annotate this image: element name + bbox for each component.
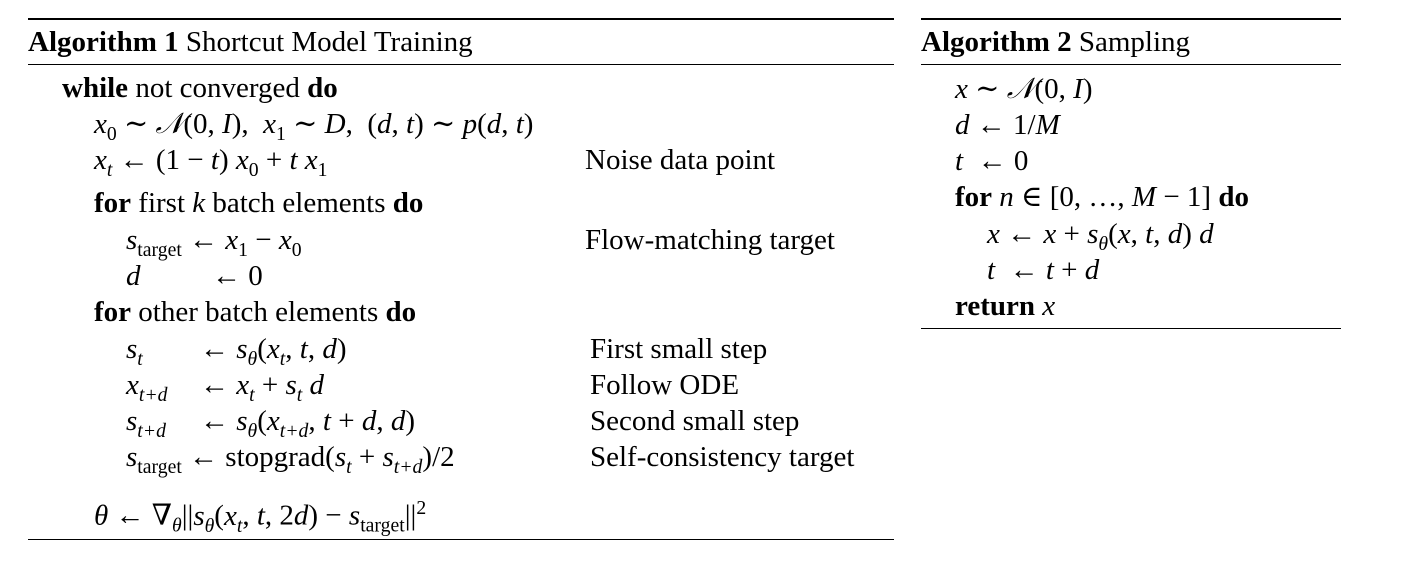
for-other-line: for other batch elements do (94, 294, 416, 330)
sample-line: x0 ∼ 𝒩(0, I), x1 ∼ D, (d, t) ∼ p(d, t) (94, 108, 534, 145)
follow-ode-line: xt+d← xt + st d (126, 369, 324, 406)
update-x-line: x ← x + sθ(x, t, d) d (987, 218, 1214, 255)
loop1-rest: batch elements (212, 187, 386, 219)
algorithm-2-number: Algorithm 2 (921, 26, 1072, 58)
return-line: return x (955, 290, 1056, 322)
target-subscript: target (360, 514, 405, 537)
loop1-text: first (138, 187, 185, 219)
stopgrad-op: stopgrad (225, 441, 326, 473)
loop1-var: k (192, 187, 206, 219)
init-d-line: d ← 1/M (955, 109, 1060, 141)
init-x-line: x ∼ 𝒩(0, I) (955, 73, 1093, 105)
update-t-line: t ← t + d (987, 254, 1100, 286)
comment-second-step: Second small step (590, 405, 800, 437)
algorithm-2-header: Algorithm 2 Sampling (921, 20, 1341, 65)
algorithm-1-number: Algorithm 1 (28, 26, 179, 58)
theta-update-line: θ ← ∇θ||sθ(xt, t, 2d) − starget||2 (94, 497, 427, 537)
do-keyword: do (392, 187, 424, 219)
for-first-line: for first k batch elements do (94, 185, 423, 221)
algorithm-1-box: Algorithm 1 Shortcut Model Training whil… (28, 18, 894, 540)
algorithm-1-title: Shortcut Model Training (185, 26, 473, 58)
comment-flow: Flow-matching target (585, 224, 835, 256)
do-keyword: do (385, 296, 417, 328)
for-loop-line: for n ∈ [0, …, M − 1] do (955, 181, 1249, 213)
algorithm-2-title: Sampling (1078, 26, 1191, 58)
while-condition: not converged (135, 72, 300, 104)
for-keyword: for (955, 181, 993, 213)
flow-target-line: starget ← x1 − x0 (126, 224, 302, 261)
return-keyword: return (955, 290, 1036, 322)
while-keyword: while (62, 72, 129, 104)
second-step-line: st+d← sθ(xt+d, t + d, d) (126, 405, 415, 442)
do-keyword: do (1218, 181, 1249, 213)
for-keyword: for (94, 296, 132, 328)
comment-first-step: First small step (590, 333, 768, 365)
self-consistency-line: starget ← stopgrad(st + st+d)/2 (126, 441, 455, 478)
do-keyword: do (307, 72, 338, 104)
for-keyword: for (94, 187, 132, 219)
while-line: while not converged do (62, 70, 338, 106)
comment-self-consistency: Self-consistency target (590, 441, 855, 473)
init-t-line: t ← 0 (955, 145, 1029, 177)
first-step-line: st← sθ(xt, t, d) (126, 333, 347, 370)
algorithm-1-header: Algorithm 1 Shortcut Model Training (28, 20, 894, 65)
loop2-text: other batch elements (138, 296, 379, 328)
noise-line: xt ← (1 − t) x0 + t x1 (94, 144, 328, 181)
target-subscript: target (137, 455, 182, 478)
comment-follow: Follow ODE (590, 369, 740, 401)
target-subscript: target (137, 238, 182, 261)
comment-noise: Noise data point (585, 144, 776, 176)
algorithm-2-box: Algorithm 2 Sampling x ∼ 𝒩(0, I) d ← 1/M… (921, 18, 1341, 329)
d-zero-line: d← 0 (126, 260, 263, 292)
